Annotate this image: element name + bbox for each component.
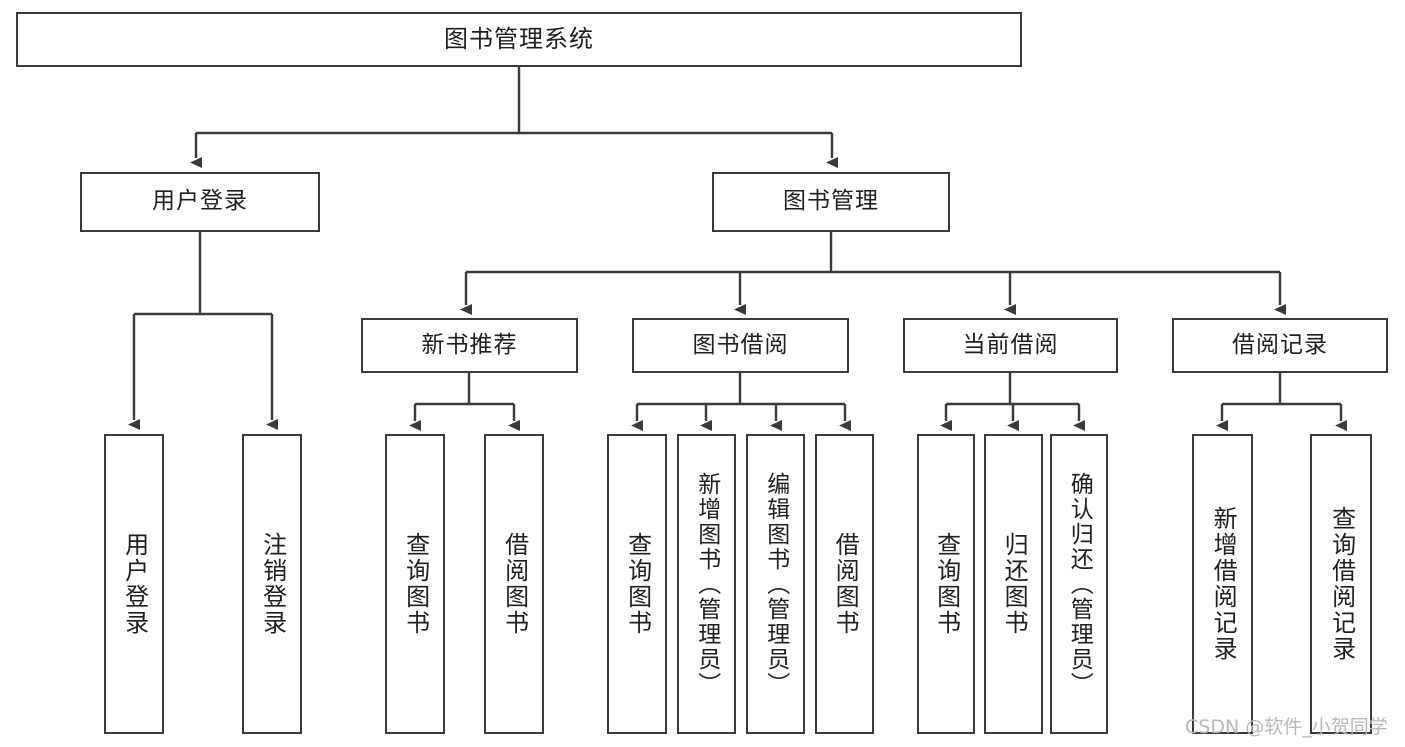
node-leaf-edit-book-admin[interactable]: 编辑图书（管理员） bbox=[746, 434, 805, 734]
node-leaf-user-login[interactable]: 用户登录 bbox=[104, 434, 164, 734]
node-user-login[interactable]: 用户登录 bbox=[80, 172, 320, 232]
node-label: 归还图书 bbox=[1000, 532, 1029, 636]
node-label: 查询图书 bbox=[932, 532, 961, 636]
node-leaf-borrow-book-recommend[interactable]: 借阅图书 bbox=[484, 434, 544, 734]
node-leaf-query-book-current[interactable]: 查询图书 bbox=[917, 434, 975, 734]
node-book-borrow[interactable]: 图书借阅 bbox=[632, 318, 849, 373]
node-label: 新增借阅记录 bbox=[1209, 506, 1238, 662]
node-label: 图书借阅 bbox=[692, 331, 789, 358]
node-borrow-record[interactable]: 借阅记录 bbox=[1172, 318, 1388, 373]
node-new-book-recommend[interactable]: 新书推荐 bbox=[361, 318, 578, 373]
node-leaf-confirm-return-admin[interactable]: 确认归还（管理员） bbox=[1050, 434, 1108, 734]
node-leaf-return-book[interactable]: 归还图书 bbox=[984, 434, 1043, 734]
node-label: 借阅图书 bbox=[500, 532, 529, 636]
node-current-borrow[interactable]: 当前借阅 bbox=[903, 318, 1118, 373]
node-root-book-management-system[interactable]: 图书管理系统 bbox=[16, 12, 1022, 67]
node-leaf-query-book-borrow[interactable]: 查询图书 bbox=[607, 434, 667, 734]
node-label: 用户登录 bbox=[152, 188, 248, 215]
node-leaf-add-borrow-record[interactable]: 新增借阅记录 bbox=[1192, 434, 1253, 734]
csdn-watermark: CSDN @软件_小贺同学 bbox=[1185, 716, 1388, 738]
node-label: 编辑图书（管理员） bbox=[762, 471, 789, 697]
node-label: 借阅记录 bbox=[1232, 331, 1328, 358]
node-leaf-query-borrow-record[interactable]: 查询借阅记录 bbox=[1310, 434, 1372, 734]
node-label: 新书推荐 bbox=[421, 331, 518, 358]
node-label: 查询借阅记录 bbox=[1327, 506, 1356, 662]
node-label: 查询图书 bbox=[623, 532, 652, 636]
node-label: 当前借阅 bbox=[962, 331, 1059, 358]
node-label: 确认归还（管理员） bbox=[1066, 471, 1093, 697]
node-label: 图书管理系统 bbox=[444, 25, 594, 54]
node-leaf-logout[interactable]: 注销登录 bbox=[242, 434, 302, 734]
node-leaf-query-book-recommend[interactable]: 查询图书 bbox=[385, 434, 445, 734]
node-label: 图书管理 bbox=[783, 188, 879, 215]
node-book-management[interactable]: 图书管理 bbox=[712, 172, 950, 232]
node-label: 用户登录 bbox=[120, 532, 149, 636]
node-label: 查询图书 bbox=[401, 532, 430, 636]
node-leaf-add-book-admin[interactable]: 新增图书（管理员） bbox=[677, 434, 736, 734]
node-label: 借阅图书 bbox=[831, 532, 860, 636]
node-label: 新增图书（管理员） bbox=[693, 471, 720, 697]
node-label: 注销登录 bbox=[258, 532, 287, 636]
node-leaf-borrow-book[interactable]: 借阅图书 bbox=[815, 434, 874, 734]
